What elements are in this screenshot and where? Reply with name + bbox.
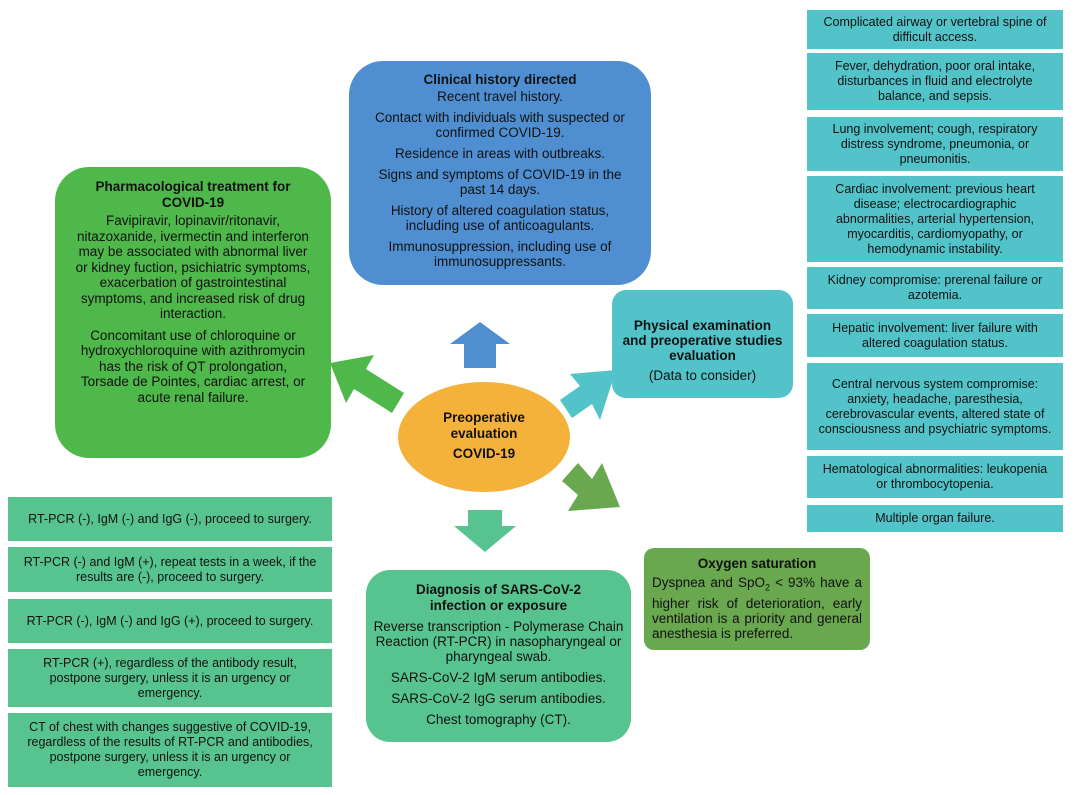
center-title-line2: evaluation [450,426,518,441]
pharmacological-paragraph: Favipiravir, lopinavir/ritonavir, nitazo… [75,213,311,321]
center-title-line3: COVID-19 [452,446,516,461]
physical-item: Hematological abnormalities: leukopenia … [806,455,1064,499]
clinical-history-item: Immunosuppression, including use of immu… [388,239,612,269]
arrow-up-left-icon [330,355,404,413]
physical-item: Central nervous system compromise: anxie… [806,362,1064,451]
oxygen-saturation-title: Oxygen saturation [697,556,817,571]
physical-examination-subtitle: (Data to consider) [648,368,757,383]
physical-item: Fever, dehydration, poor oral intake, di… [806,52,1064,111]
diagnosis-rule-text: RT-PCR (-), IgM (-) and IgG (-), proceed… [28,511,312,526]
diagnosis-rule-text: RT-PCR (-) and IgM (+), repeat tests in … [23,554,317,584]
physical-item-text: Cardiac involvement: previous heart dise… [835,181,1035,256]
oxygen-saturation-box: Oxygen saturation Dyspnea and SpO2 < 93%… [644,548,870,650]
clinical-history-title: Clinical history directed [423,72,577,87]
pharmacological-paragraph: Concomitant use of chloroquine or hydrox… [80,327,306,405]
physical-examination-title: Physical examination and preoperative st… [622,318,783,363]
pharmacological-title: Pharmacological treatment for COVID-19 [95,179,291,210]
diagnosis-title: Diagnosis of SARS-CoV-2 infection or exp… [415,582,582,613]
diagnosis-item: Chest tomography (CT). [426,712,571,727]
diagnosis-rule-text: RT-PCR (-), IgM (-) and IgG (+), proceed… [26,613,314,628]
diagnosis-rule: RT-PCR (-), IgM (-) and IgG (+), proceed… [7,598,333,644]
center-title-line1: Preoperative [443,410,525,425]
clinical-history-item: Recent travel history. [437,89,563,104]
physical-item: Multiple organ failure. [806,504,1064,533]
diagnosis-item: Reverse transcription - Polymerase Chain… [373,619,624,664]
clinical-history-item: Signs and symptoms of COVID-19 in the pa… [378,167,622,197]
diagnosis-rule: RT-PCR (-), IgM (-) and IgG (-), proceed… [7,496,333,542]
physical-item: Hepatic involvement: liver failure with … [806,313,1064,358]
diagnosis-item: SARS-CoV-2 IgG serum antibodies. [391,691,606,706]
clinical-history-item: Contact with individuals with suspected … [375,110,625,140]
preoperative-evaluation-ellipse: Preoperative evaluation COVID-19 [398,382,570,492]
physical-item-text: Hematological abnormalities: leukopenia … [822,462,1048,491]
physical-examination-box: Physical examination and preoperative st… [612,290,793,398]
arrow-down-right-icon [562,463,620,511]
physical-item: Complicated airway or vertebral spine of… [806,9,1064,50]
diagnosis-rule: RT-PCR (+), regardless of the antibody r… [7,648,333,708]
physical-item-text: Multiple organ failure. [875,511,995,525]
arrow-up-right-icon [560,370,616,420]
physical-item-text: Kidney compromise: prerenal failure or a… [827,273,1043,302]
physical-item-text: Lung involvement; cough, respiratory dis… [832,121,1038,166]
diagnosis-rule-text: CT of chest with changes suggestive of C… [27,720,313,779]
physical-item-text: Central nervous system compromise: anxie… [818,376,1052,436]
arrow-up-icon [450,322,510,368]
diagnosis-rule: RT-PCR (-) and IgM (+), repeat tests in … [7,546,333,593]
clinical-history-item: Residence in areas with outbreaks. [394,146,606,161]
physical-item-text: Hepatic involvement: liver failure with … [832,320,1038,350]
physical-item: Lung involvement; cough, respiratory dis… [806,116,1064,172]
oxygen-text-after: < 93% have a higher risk of deterioratio… [652,575,862,641]
clinical-history-item: History of altered coagulation status, i… [390,203,610,233]
diagnosis-box: Diagnosis of SARS-CoV-2 infection or exp… [366,570,631,742]
physical-item: Kidney compromise: prerenal failure or a… [806,266,1064,310]
physical-item: Cardiac involvement: previous heart dise… [806,175,1064,263]
clinical-history-box: Clinical history directed Recent travel … [349,61,651,285]
pharmacological-treatment-box: Pharmacological treatment for COVID-19 F… [55,167,331,458]
arrow-down-icon [454,510,516,552]
oxygen-saturation-text: Dyspnea and SpO2 < 93% have a higher ris… [652,575,862,641]
diagnosis-rule-text: RT-PCR (+), regardless of the antibody r… [43,655,297,700]
oxygen-subscript: 2 [764,582,770,593]
diagnosis-rule: CT of chest with changes suggestive of C… [7,712,333,788]
diagnosis-item: SARS-CoV-2 IgM serum antibodies. [390,670,607,685]
physical-item-text: Fever, dehydration, poor oral intake, di… [834,59,1036,103]
oxygen-text-before: Dyspnea and SpO [652,575,765,590]
physical-item-text: Complicated airway or vertebral spine of… [823,14,1047,44]
